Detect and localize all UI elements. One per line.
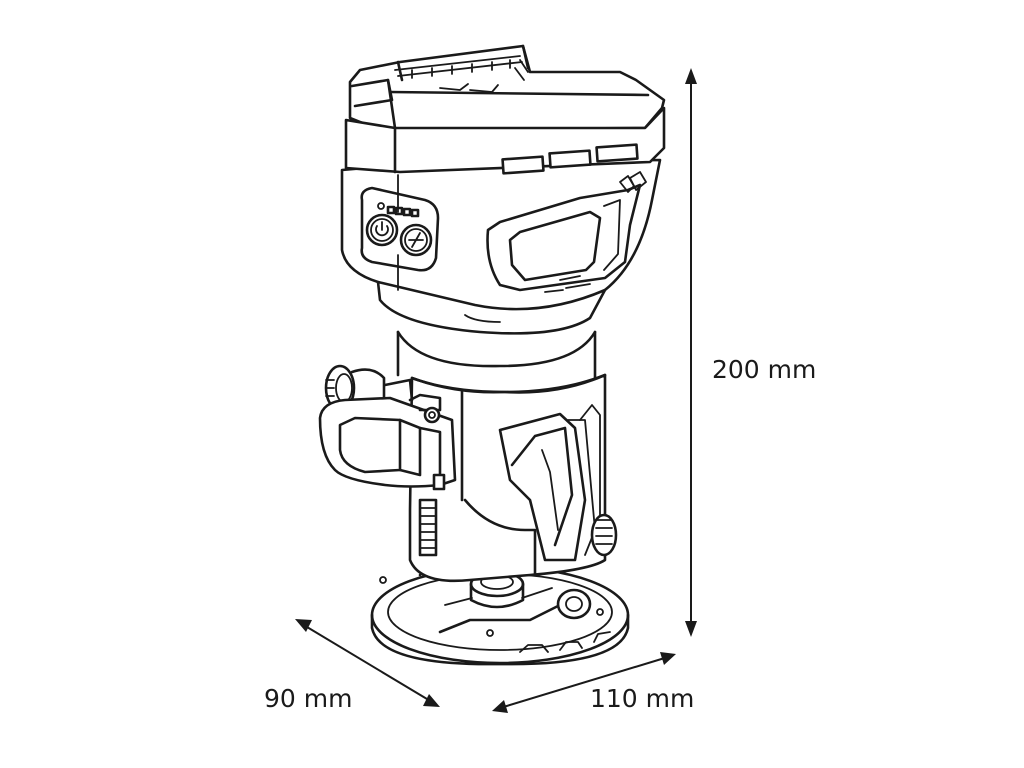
battery-mount <box>344 44 666 175</box>
power-button-icon <box>365 213 399 247</box>
motor-housing <box>396 330 618 620</box>
router-illustration <box>318 44 666 666</box>
width-label: 110 mm <box>590 684 694 713</box>
base-plate <box>370 561 630 666</box>
control-collar <box>340 158 662 335</box>
button-panel <box>360 186 440 272</box>
width-dimension <box>492 652 676 713</box>
depth-label: 90 mm <box>264 684 352 713</box>
depth-clamp <box>318 364 457 491</box>
speed-control-icon <box>399 223 433 257</box>
side-vent-panel <box>486 171 647 293</box>
depth-dimension <box>295 619 440 707</box>
height-label: 200 mm <box>712 355 816 384</box>
height-dimension <box>685 68 697 637</box>
